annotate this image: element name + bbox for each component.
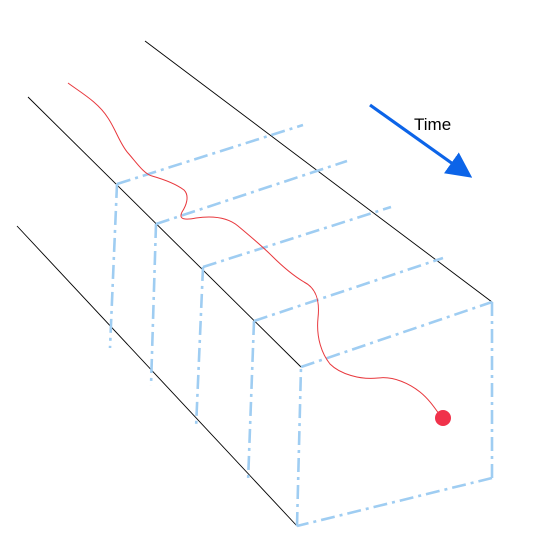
slice-4-top — [253, 256, 444, 323]
slice-4-front — [246, 320, 256, 483]
time-arrow-icon — [369, 103, 473, 178]
time-slice-3 — [194, 205, 392, 429]
time-slices — [108, 123, 494, 528]
slice-1-front — [108, 183, 119, 349]
time-slice-4 — [246, 256, 444, 483]
particle-dot-icon — [435, 410, 451, 426]
prism-edges — [16, 40, 493, 527]
slice-2-top — [155, 159, 348, 226]
time-slice-2 — [149, 159, 348, 387]
end-face-bottom — [296, 476, 493, 528]
prism-edge-front-bottom — [16, 225, 298, 527]
end-face-top — [300, 300, 493, 369]
slice-3-front — [194, 266, 205, 429]
slice-1-top — [116, 123, 304, 186]
slice-2-front — [149, 223, 158, 387]
time-slice-end-face — [295, 300, 494, 528]
prism-edge-front-top — [27, 96, 302, 368]
slice-3-top — [202, 205, 392, 269]
end-face-left — [295, 366, 303, 527]
particle-trajectory — [67, 82, 443, 419]
time-label: Time — [414, 115, 451, 134]
